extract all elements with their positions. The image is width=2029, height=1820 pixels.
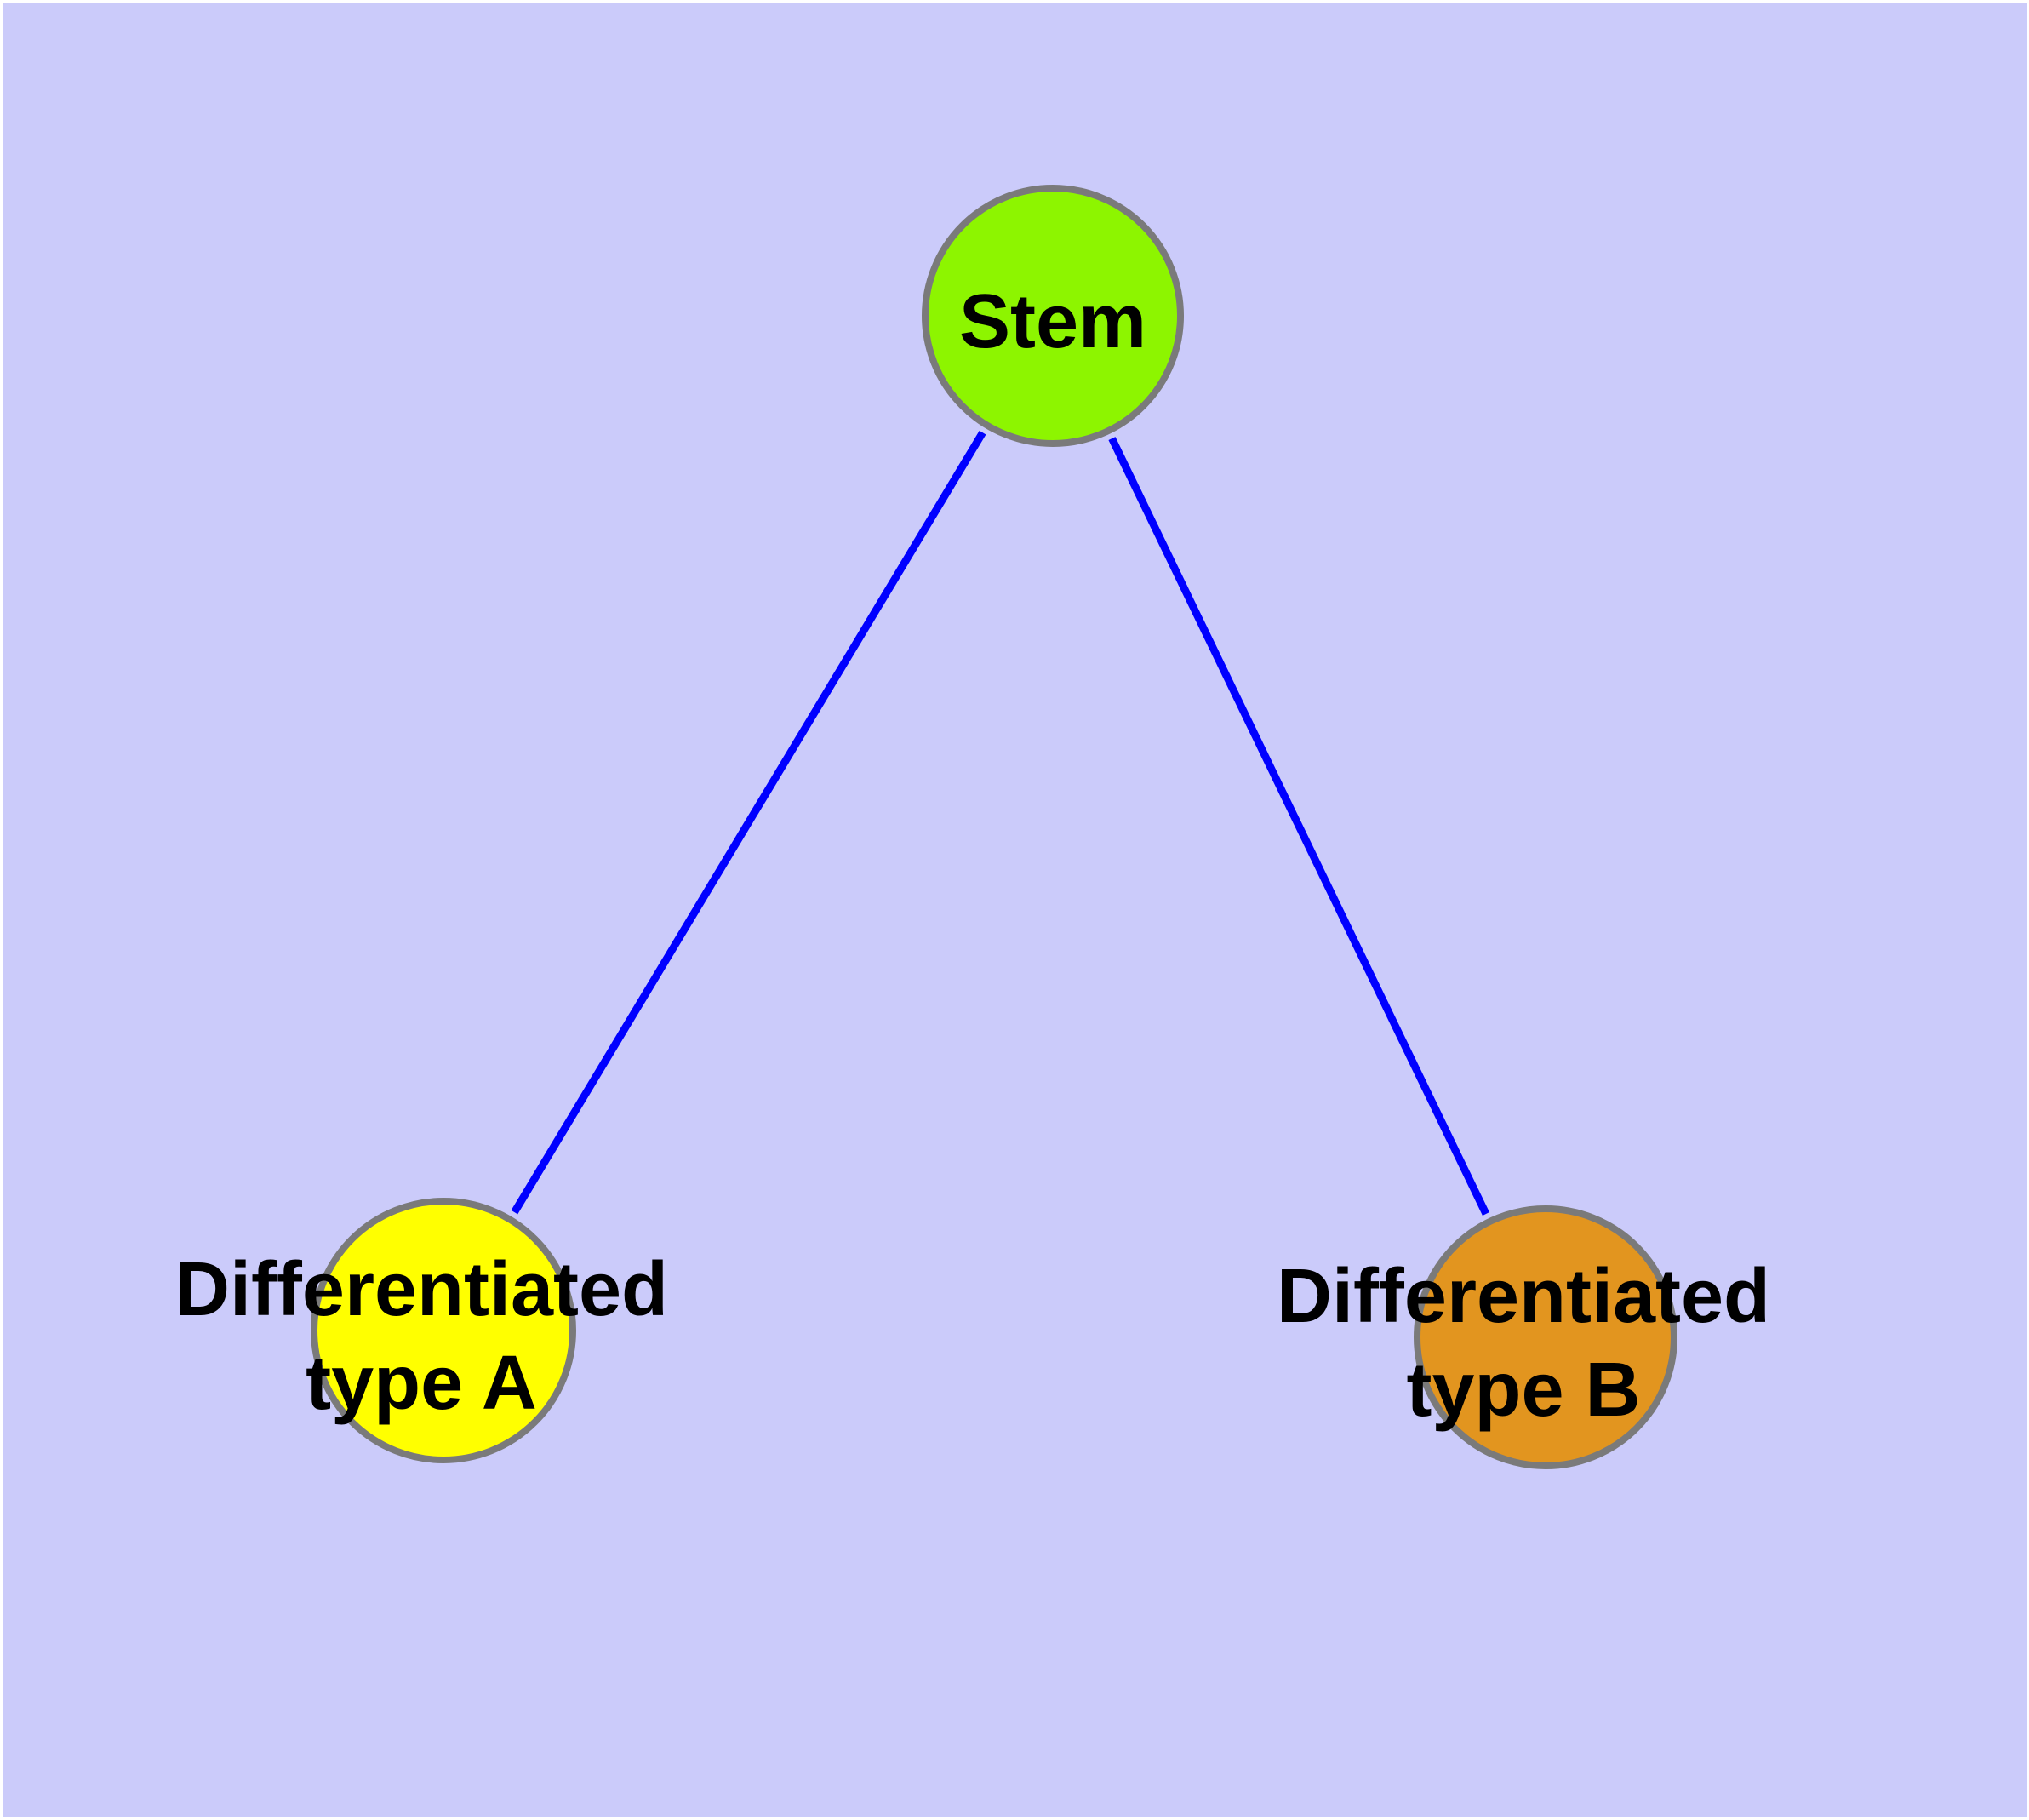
node-label-diff-b-line1: Differentiated [1277,1254,1770,1339]
node-label-stem-line1: Stem [959,279,1146,364]
node-label-diff-b-line2: type B [1406,1348,1640,1433]
nodes-layer [311,185,1677,1469]
edge-stem-diff-b [1108,437,1490,1216]
edge-stem-diff-a [511,430,986,1215]
node-circle-diff-b [1414,1205,1677,1469]
node-label-diff-a-line1: Differentiated [174,1247,668,1332]
node-label-diff-a-line2: type A [306,1341,537,1426]
edges-layer [511,430,1490,1216]
node-circle-stem [922,185,1184,447]
node-circle-diff-a [311,1198,576,1463]
